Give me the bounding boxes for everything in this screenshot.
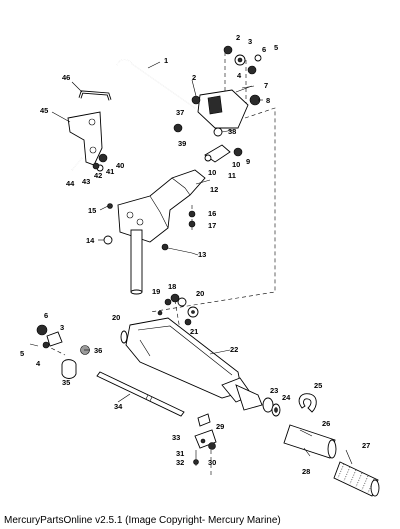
callout-19: 19 (152, 287, 160, 296)
callout-1: 1 (164, 56, 168, 65)
callout-3: 3 (248, 37, 252, 46)
callout-10b: 10 (232, 160, 240, 169)
callout-12: 12 (210, 185, 218, 194)
callout-29: 29 (216, 422, 224, 431)
left-side-parts (29, 324, 90, 379)
callout-5b: 5 (20, 349, 24, 358)
handle-grip-part (333, 461, 380, 497)
callout-24: 24 (282, 393, 291, 402)
callout-8: 8 (266, 96, 270, 105)
callout-37: 37 (176, 108, 184, 117)
steering-tube-part (130, 229, 143, 295)
callout-5: 5 (274, 43, 278, 52)
washer-left-part (120, 330, 128, 344)
callout-23: 23 (270, 386, 278, 395)
lower-hardware (193, 429, 217, 466)
callout-13: 13 (198, 250, 206, 259)
throttle-shaft-part (96, 371, 185, 417)
callout-10: 10 (208, 168, 216, 177)
callout-34: 34 (114, 402, 123, 411)
retainer-clip-part (298, 393, 317, 413)
callout-46: 46 (62, 73, 70, 82)
callout-45: 45 (40, 106, 48, 115)
bent-link-rod-part (78, 90, 112, 101)
callout-30: 30 (208, 458, 216, 467)
callout-38: 38 (228, 127, 236, 136)
callout-9: 9 (246, 157, 250, 166)
callout-6: 6 (262, 45, 266, 54)
callout-41: 41 (106, 167, 114, 176)
callout-32: 32 (176, 458, 184, 467)
callout-20b: 20 (112, 313, 120, 322)
tiller-handle-body-part (125, 317, 263, 411)
callout-21: 21 (190, 327, 198, 336)
callout-labels: 1 2 3 4 5 6 7 8 9 10 11 12 13 14 15 16 1… (20, 33, 370, 476)
callout-22: 22 (230, 345, 238, 354)
callout-40: 40 (116, 161, 124, 170)
callout-18: 18 (168, 282, 176, 291)
callout-43: 43 (82, 177, 90, 186)
callout-6b: 6 (44, 311, 48, 320)
steering-bolts (103, 203, 196, 254)
handle-rings (262, 397, 281, 417)
callout-31: 31 (176, 449, 184, 458)
callout-leaders (51, 61, 353, 465)
swivel-hardware (157, 293, 199, 326)
callout-14: 14 (86, 236, 95, 245)
callout-44: 44 (66, 179, 75, 188)
bracket-plate-part (67, 111, 103, 166)
callout-35: 35 (62, 378, 70, 387)
small-block-part (197, 413, 211, 427)
control-rod-part (116, 59, 196, 109)
callout-26: 26 (322, 419, 330, 428)
callout-39: 39 (178, 139, 186, 148)
callout-15: 15 (88, 206, 96, 215)
callout-11: 11 (228, 171, 236, 180)
copyright-caption: MercuryPartsOnline v2.5.1 (Image Copyrig… (4, 515, 281, 526)
callout-4b: 4 (36, 359, 41, 368)
bracket-hardware-parts (71, 153, 108, 172)
callout-28: 28 (302, 467, 310, 476)
callout-42: 42 (94, 171, 102, 180)
callout-4: 4 (237, 71, 242, 80)
throttle-sleeve-part (283, 424, 337, 459)
callout-25: 25 (314, 381, 322, 390)
callout-20: 20 (196, 289, 204, 298)
callout-2: 2 (192, 73, 196, 82)
upper-right-hardware (223, 45, 262, 106)
callout-3b: 3 (60, 323, 64, 332)
callout-7: 7 (264, 81, 268, 90)
callout-36: 36 (94, 346, 102, 355)
callout-2b: 2 (236, 33, 240, 42)
cam-link-parts (204, 144, 243, 163)
callout-16: 16 (208, 209, 216, 218)
callout-17: 17 (208, 221, 216, 230)
callout-33: 33 (172, 433, 180, 442)
callout-27: 27 (362, 441, 370, 450)
pin-part (303, 447, 311, 457)
throttle-cam-assembly (173, 89, 249, 137)
